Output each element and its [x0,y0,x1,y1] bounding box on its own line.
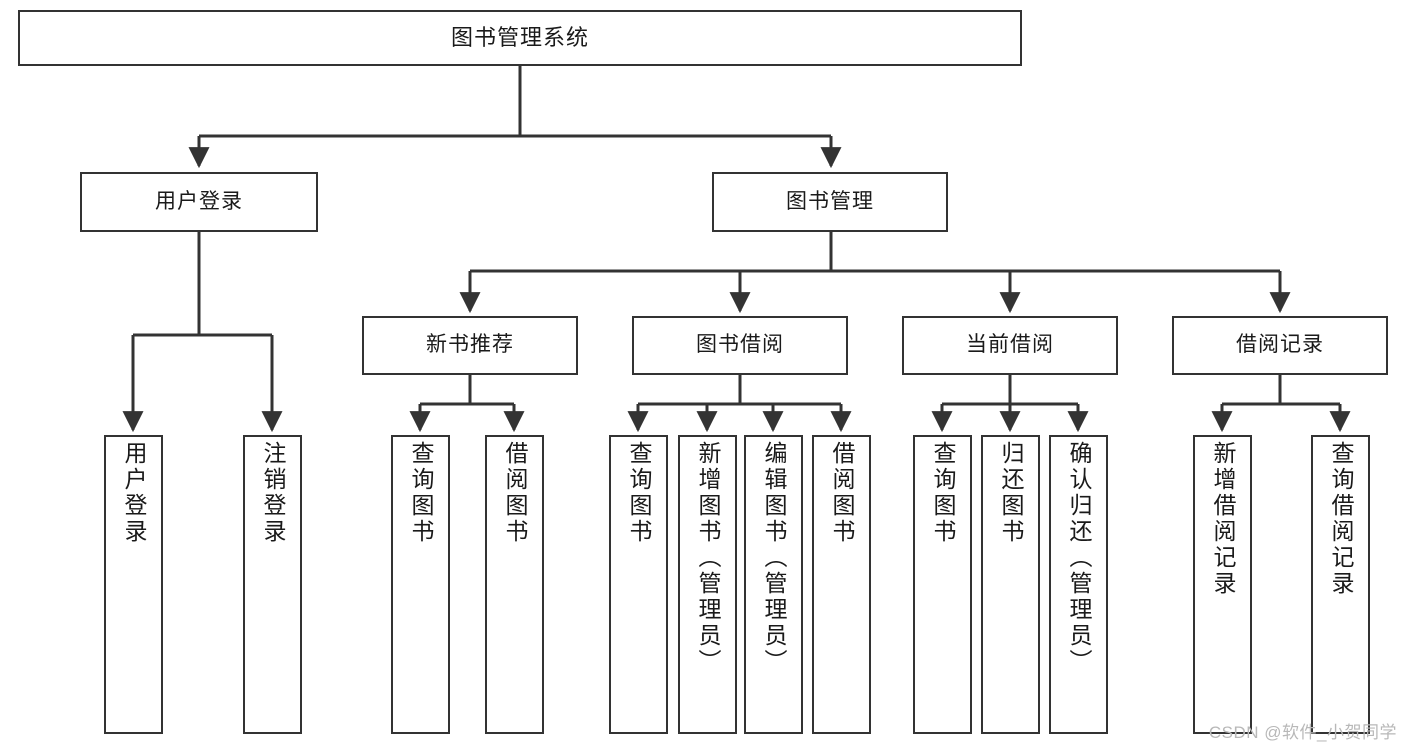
node-borrow-records[interactable]: 借阅记录 [1172,316,1388,375]
node-label: 归还图书 [998,441,1024,545]
node-label: 借阅记录 [1236,333,1324,357]
leaf-user-login-login[interactable]: 用户登录 [104,435,163,734]
leaf-current-confirm-return-admin[interactable]: 确认归还（管理员） [1049,435,1108,734]
node-book-management[interactable]: 图书管理 [712,172,948,232]
leaf-new-book-borrow[interactable]: 借阅图书 [485,435,544,734]
leaf-borrow-add-book-admin[interactable]: 新增图书（管理员） [678,435,737,734]
leaf-borrow-query-book[interactable]: 查询图书 [609,435,668,734]
node-label: 图书管理系统 [450,25,589,51]
node-label: 注销登录 [260,441,286,545]
node-new-book-recommend[interactable]: 新书推荐 [362,316,578,375]
node-current-borrow[interactable]: 当前借阅 [902,316,1118,375]
node-label: 新增借阅记录 [1210,441,1236,597]
leaf-user-login-logout[interactable]: 注销登录 [243,435,302,734]
leaf-records-add-record[interactable]: 新增借阅记录 [1193,435,1252,734]
node-label: 查询图书 [930,441,956,545]
watermark: CSDN @软件_小贺同学 [1208,723,1397,742]
node-label: 用户登录 [121,441,147,545]
node-label: 查询图书 [408,441,434,545]
node-book-borrow[interactable]: 图书借阅 [632,316,848,375]
node-label: 查询图书 [626,441,652,545]
leaf-records-query-record[interactable]: 查询借阅记录 [1311,435,1370,734]
node-label: 新增图书（管理员） [695,441,721,675]
node-label: 图书借阅 [696,333,784,357]
node-label: 编辑图书（管理员） [761,441,787,675]
node-label: 确认归还（管理员） [1066,441,1092,675]
node-label: 借阅图书 [829,441,855,545]
node-label: 用户登录 [155,189,243,213]
node-label: 查询借阅记录 [1328,441,1354,597]
leaf-borrow-edit-book-admin[interactable]: 编辑图书（管理员） [744,435,803,734]
node-user-login[interactable]: 用户登录 [80,172,318,232]
node-label: 新书推荐 [426,333,514,357]
node-label: 图书管理 [786,189,874,213]
node-root-system[interactable]: 图书管理系统 [18,10,1022,66]
leaf-current-return-book[interactable]: 归还图书 [981,435,1040,734]
leaf-borrow-borrow-book[interactable]: 借阅图书 [812,435,871,734]
leaf-new-book-query[interactable]: 查询图书 [391,435,450,734]
node-label: 借阅图书 [502,441,528,545]
node-label: 当前借阅 [966,333,1054,357]
leaf-current-query-book[interactable]: 查询图书 [913,435,972,734]
